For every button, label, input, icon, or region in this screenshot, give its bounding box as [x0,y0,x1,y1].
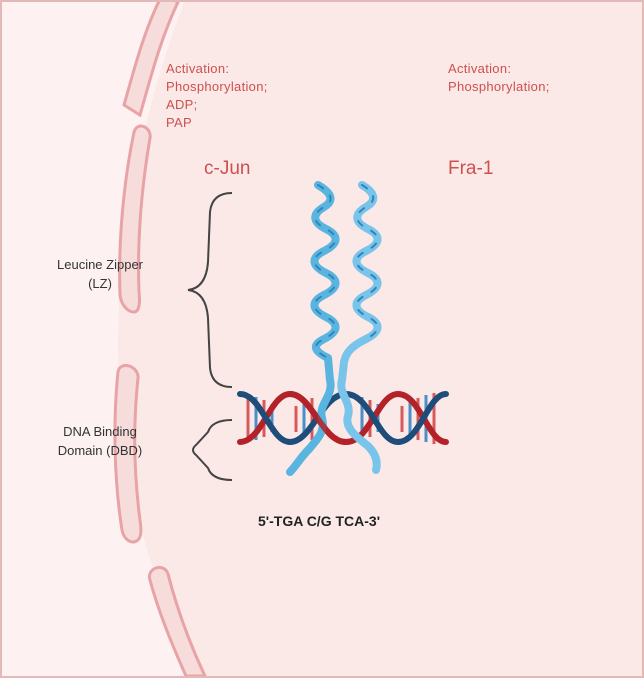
fra1-protein-label: Fra-1 [448,158,494,179]
fra1-phosphorylation-label: Phosphorylation; [448,79,550,94]
leucine-zipper-label-line1: Leucine Zipper [57,257,143,272]
nuclear-membrane [113,0,208,678]
membrane-segment-4 [147,565,208,678]
leucine-zipper-brace [187,192,233,388]
dna-strand-front [287,391,349,445]
fra1-alpha-helix [337,181,382,474]
cytoplasm-region [0,0,200,678]
membrane-segment-1 [122,0,181,118]
dbd-label-line2: Domain (DBD) [57,443,143,458]
cjun-protein-label: c-Jun [204,158,251,179]
membrane-segment-3 [113,363,143,544]
dna-sequence-label: 5'-TGA C/G TCA-3' [258,513,381,529]
leucine-zipper-label: Leucine Zipper (LZ) [26,255,174,293]
dbd-label-line1: DNA Binding [63,424,137,439]
dbd-brace [192,419,233,481]
fra1-activation-label: Activation: [448,61,512,76]
cjun-activation-label: Activation: [166,61,230,76]
dbd-label: DNA Binding Domain (DBD) [26,422,174,460]
cjun-adp-label: ADP; [166,97,198,112]
cjun-pap-label: PAP [166,115,192,130]
membrane-segment-2 [118,124,152,314]
leucine-zipper-label-line2: (LZ) [88,276,112,291]
cjun-phosphorylation-label: Phosphorylation; [166,79,268,94]
